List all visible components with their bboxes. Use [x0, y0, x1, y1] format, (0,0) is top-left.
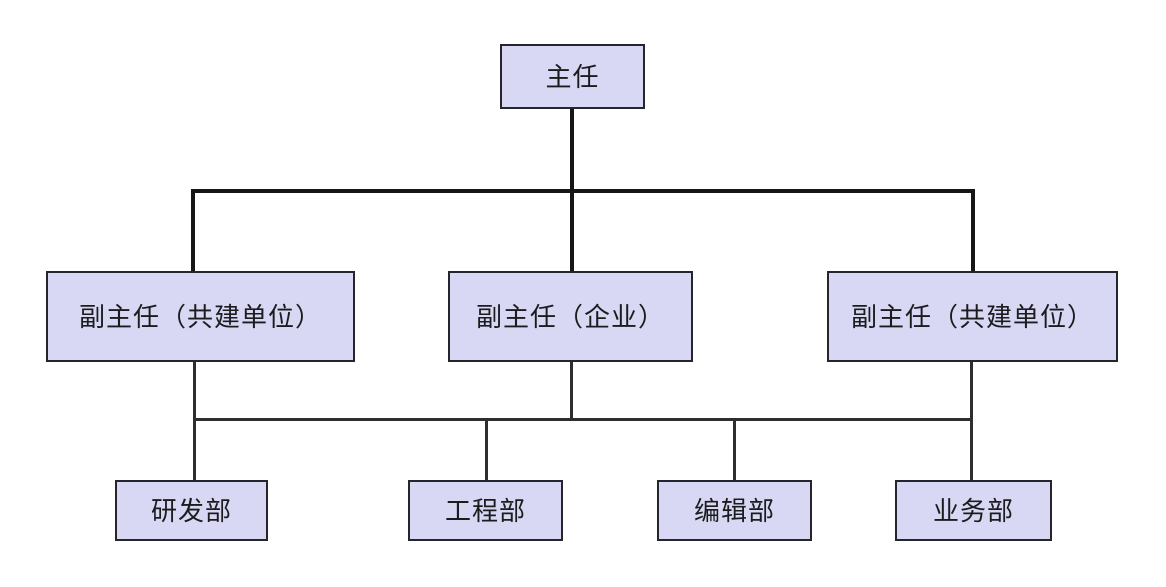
edge-level2-horizontal-bus — [193, 418, 973, 421]
edge-deputy-center-vertical — [570, 362, 573, 420]
node-deputy-center: 副主任（企业） — [448, 271, 693, 362]
node-deputy-right: 副主任（共建单位） — [827, 271, 1118, 362]
edge-drop-to-dept-engineering — [485, 418, 488, 480]
edge-drop-to-dept-editorial — [733, 418, 736, 480]
edge-drop-to-deputy-right — [971, 189, 975, 271]
edge-deputy-left-to-dept-rnd — [193, 362, 196, 480]
node-director: 主任 — [500, 44, 645, 109]
node-dept-rnd: 研发部 — [115, 480, 268, 541]
edge-deputy-right-to-dept-business — [970, 362, 973, 480]
edge-drop-to-deputy-left — [191, 189, 195, 271]
node-dept-business: 业务部 — [895, 480, 1052, 541]
node-deputy-left: 副主任（共建单位） — [46, 271, 355, 362]
edge-level1-horizontal-bus — [191, 189, 975, 193]
node-dept-editorial: 编辑部 — [657, 480, 812, 541]
node-dept-engineering: 工程部 — [408, 480, 563, 541]
